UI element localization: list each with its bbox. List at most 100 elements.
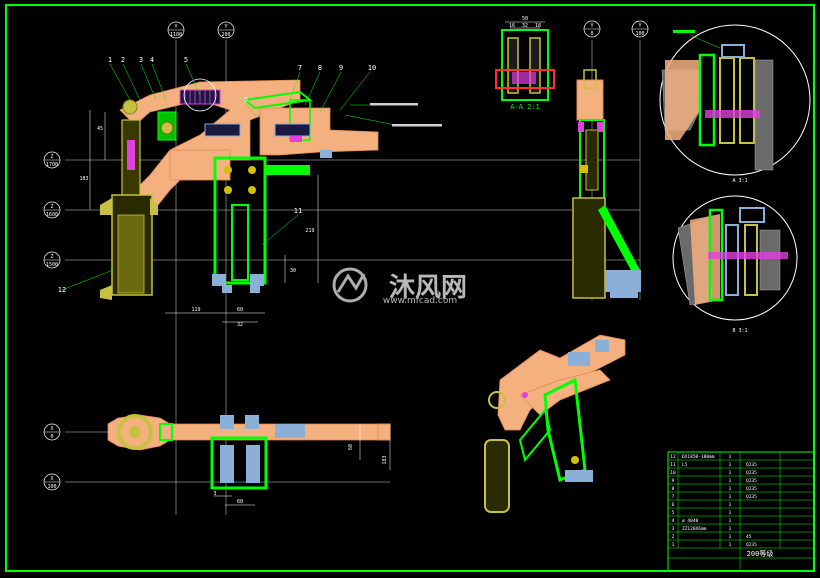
part-number: 2 [121,56,125,64]
parts-list-no: 2 [672,534,675,540]
iso-brace [518,407,552,463]
dim-45: 45 [97,126,103,132]
part-number: 8 [318,64,322,72]
detail-circle-a [183,78,217,112]
parts-list-qty: 1 [729,454,732,460]
foot-pad [250,285,260,293]
parts-list-mat: 45 [746,534,752,540]
axis-bubble-id: X [50,426,53,432]
axis-bubble-value: 0 [50,434,53,440]
parts-list-no: 8 [672,486,675,492]
axis-bubble-z1700: Z 1700 [43,151,61,169]
top-bearing [220,445,234,483]
aa-section-label: A-A 2:1 [510,103,540,111]
part-number: 10 [368,64,376,72]
parts-list-no: 5 [672,510,675,516]
side-foot-block [605,270,641,292]
iso-seal [522,392,528,398]
parts-list-name: ø 4040 [682,518,699,524]
parts-list-mat: Q235 [746,478,757,484]
watermark-logo-mark [336,273,366,293]
front-view: 1 2 3 4 5 6 7 8 9 10 11 12 119 60 32 30 … [58,56,442,328]
side-seal [597,122,603,132]
parts-list-no: 7 [672,494,675,500]
dim-183b: 183 [382,455,388,464]
detail-b-label: B 3:1 [732,328,747,334]
axis-bubbles: Y 1100 Y 200 Z 1700 Z 1600 Z 1500 [43,20,649,491]
iso-cylinder [484,439,510,513]
detail-a-cap [721,44,745,58]
aa-outline [501,29,549,101]
frame-arm [265,165,310,175]
side-inner-rod [585,129,599,191]
axis-bubble-value: 100 [47,484,56,490]
top-bearing [246,445,260,483]
side-brace [598,205,640,272]
parts-list-name: ZZ120X6mm [682,526,707,532]
axis-bubble-z1600: Z 1600 [43,201,61,219]
isometric-view [484,334,626,513]
parts-list-qty: 1 [729,518,732,524]
parts-list-qty: 1 [729,542,732,548]
parts-list-mat: Q235 [746,462,757,468]
iso-block [595,340,609,352]
support-frame [213,156,267,285]
parts-list-mat: Q235 [746,494,757,500]
part-number: 1 [108,56,112,64]
side-seal [578,122,584,132]
frame-bolt [224,186,232,194]
joint-pin [160,121,174,135]
leader-lines [61,63,396,291]
axis-bubble-id: Z [50,204,53,210]
support-slot [231,204,249,281]
detail-b-cap [739,207,765,223]
part-number: 4 [150,56,154,64]
axis-bubble-x100: X 100 [43,473,61,491]
detail-a-seal [705,110,760,118]
detail-a-housing [665,60,700,140]
axis-bubble-value: 1500 [46,262,58,268]
aa-seal [512,72,536,84]
watermark-url: www.mfcad.com [383,296,457,306]
part-number: 11 [294,207,302,215]
part-number: 7 [298,64,302,72]
frame-bolt [248,186,256,194]
detail-a-plate [698,53,716,147]
parts-list-qty: 1 [729,534,732,540]
top-block [220,415,234,429]
aa-dim: 18 [535,23,541,29]
top-support-frame [210,436,268,490]
parts-list-qty: 1 [729,526,732,532]
foot-pad [250,274,264,286]
detail-b-housing [690,214,720,305]
top-green-clip [159,423,173,441]
dim-219: 219 [305,228,314,234]
detail-b-wall [759,229,781,291]
side-lower-cylinder [572,197,606,299]
aa-dim: 16 [509,23,515,29]
detail-a-note [673,30,695,33]
axis-bubble-value: 1600 [46,212,58,218]
dim-183: 183 [79,176,88,182]
top-pivot-core [129,426,141,438]
parts-list-mat: Q235 [746,470,757,476]
parts-list-qty: 1 [729,510,732,516]
side-foot-pad [610,290,638,298]
parts-list-no: 3 [672,526,675,532]
detail-a-label: A 3:1 [732,178,747,184]
part-number: 12 [58,286,66,294]
cylinder-seal [127,140,135,170]
detail-b-rod [725,224,739,296]
dim-32: 32 [237,322,243,328]
frame-bolt [224,166,232,174]
dim-60: 60 [237,307,243,313]
detail-a-leader [689,34,721,49]
section-aa: 50 16 32 18 A-A 2:1 [495,16,555,111]
axis-bubble-y1100: Y 1100 [167,21,185,39]
parts-list-mat: Q235 [746,542,757,548]
axis-bubble-z1500: Z 1500 [43,251,61,269]
parts-list-no: 6 [672,502,675,508]
axis-bubble-id: X [50,476,53,482]
